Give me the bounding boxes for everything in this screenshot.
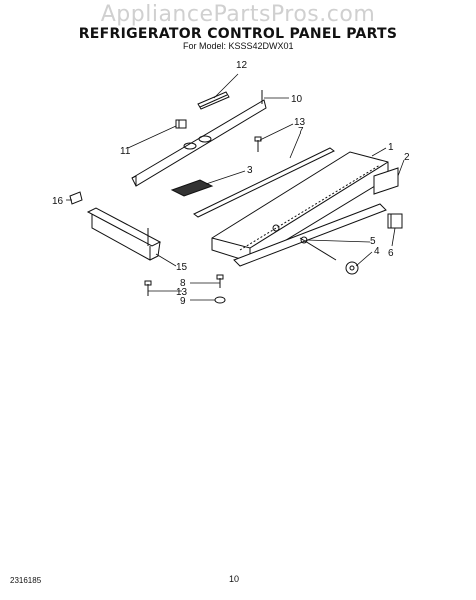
callout-5: 5 (370, 236, 376, 247)
page-title: REFRIGERATOR CONTROL PANEL PARTS (78, 26, 398, 42)
part-10-upper-bracket (131, 90, 267, 187)
watermark: AppliancePartsPros.com (100, 2, 376, 27)
callout-7: 7 (298, 126, 304, 137)
callout-11: 11 (120, 146, 131, 157)
part-11-clip (175, 119, 187, 129)
part-9-washer (214, 296, 226, 304)
callout-13-lower: 13 (176, 287, 188, 298)
part-13-upper-screw (254, 136, 262, 152)
callout-13-upper: 13 (294, 117, 306, 128)
callout-1: 1 (388, 142, 394, 153)
callout-16: 16 (52, 196, 64, 207)
part-6-switch (387, 213, 403, 229)
callout-15: 15 (176, 262, 188, 273)
callout-3: 3 (247, 165, 253, 176)
callout-4: 4 (374, 246, 380, 257)
callout-10: 10 (291, 94, 303, 105)
part-13-lower-screw (144, 280, 152, 296)
lower-panel (233, 203, 387, 267)
callout-2: 2 (404, 152, 410, 163)
callout-6: 6 (388, 248, 394, 259)
part-3-label (170, 179, 214, 197)
part-2-end-cap (373, 167, 399, 195)
model-subtitle: For Model: KSSS42DWX01 (183, 41, 294, 51)
footer-code: 2316185 (10, 576, 42, 585)
part-7-strip (193, 147, 335, 218)
page-number: 10 (229, 574, 240, 584)
leader-lines (66, 73, 405, 301)
part-16-small-clip (69, 191, 83, 205)
callout-labels: 1 2 3 4 5 6 7 8 9 10 11 12 13 13 15 16 (52, 60, 410, 307)
callout-8: 8 (180, 278, 186, 289)
callout-9: 9 (180, 296, 186, 307)
part-4-knob (345, 261, 359, 275)
part-12-sensor (197, 91, 230, 110)
part-1-control-housing (211, 151, 389, 263)
part-15-lower-bracket (86, 207, 162, 261)
part-8-screw (216, 274, 224, 288)
callout-12: 12 (236, 60, 248, 71)
